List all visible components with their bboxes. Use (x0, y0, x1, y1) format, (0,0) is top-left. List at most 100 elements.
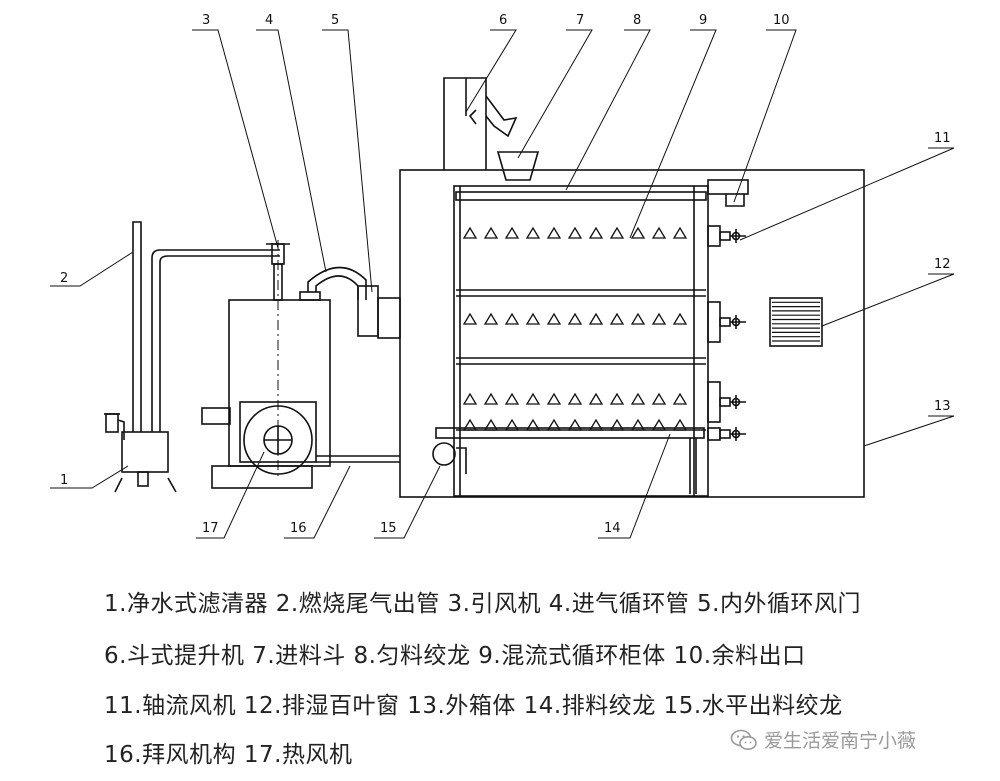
deflector-triangle (546, 418, 562, 431)
wechat-icon (730, 729, 757, 750)
water-filter (104, 221, 280, 493)
callout-17: 17 (202, 521, 219, 536)
leader-line-7 (517, 29, 593, 159)
axial-fan (707, 225, 746, 247)
louver (769, 297, 823, 347)
deflector-triangle (672, 312, 688, 325)
deflector-triangle (546, 226, 562, 239)
legend-line-4: 16.拜风机构 17.热风机 (104, 742, 353, 768)
deflector-triangle (609, 392, 625, 405)
legend-line-1: 1.净水式滤清器 2.燃烧尾气出管 3.引风机 4.进气循环管 5.内外循环风门 (104, 591, 861, 617)
deflector-triangle (525, 392, 541, 405)
deflector-triangle (567, 226, 583, 239)
deflector-triangle (672, 226, 688, 239)
deflector-triangle (609, 312, 625, 325)
leader-line-16 (284, 465, 351, 539)
deflector-triangle (546, 312, 562, 325)
deflector-triangle (609, 418, 625, 431)
axial-fan (707, 427, 746, 441)
deflector-triangle (525, 418, 541, 431)
callout-8: 8 (633, 13, 641, 28)
leader-line-6 (465, 29, 517, 113)
callout-1: 1 (60, 473, 68, 488)
callout-5: 5 (331, 13, 339, 28)
watermark-text: 爱生活爱南宁小薇 (764, 730, 917, 752)
axial-fan (707, 301, 746, 343)
deflector-triangle (651, 312, 667, 325)
deflector-triangle (525, 312, 541, 325)
leader-line-17 (196, 451, 265, 539)
callout-14: 14 (604, 521, 621, 536)
leader-line-15 (374, 465, 441, 539)
deflector-triangle (567, 312, 583, 325)
deflector-triangle (462, 392, 478, 405)
callout-12: 12 (934, 257, 951, 272)
axial-fans (707, 225, 746, 441)
deflector-triangle (588, 312, 604, 325)
deflector-triangle (567, 418, 583, 431)
deflector-triangle (483, 312, 499, 325)
legend-line-2: 6.斗式提升机 7.进料斗 8.匀料绞龙 9.混流式循环柜体 10.余料出口 (104, 643, 806, 669)
bucket-elevator (443, 77, 518, 170)
leader-line-4 (256, 29, 327, 273)
deflector-triangle (462, 418, 478, 431)
deflector-triangle (462, 226, 478, 239)
deflector-triangle (651, 392, 667, 405)
deflector-triangle (672, 392, 688, 405)
callout-4: 4 (265, 13, 273, 28)
feed-hopper (496, 151, 540, 181)
deflector-triangle (567, 392, 583, 405)
deflector-triangle (588, 226, 604, 239)
deflector-triangle (630, 392, 646, 405)
callout-6: 6 (499, 13, 507, 28)
deflector-triangle (630, 418, 646, 431)
leader-line-11 (739, 147, 955, 241)
deflector-triangle (588, 418, 604, 431)
leader-line-2 (50, 251, 134, 287)
deflector-triangle (546, 392, 562, 405)
air-duct (316, 455, 400, 463)
outer-cabinet (399, 169, 865, 498)
callout-16: 16 (290, 521, 307, 536)
deflector-triangle (588, 392, 604, 405)
callout-10: 10 (773, 13, 790, 28)
deflector-triangle (483, 418, 499, 431)
callout-3: 3 (202, 13, 210, 28)
deflector-triangle (504, 418, 520, 431)
leader-line-3 (192, 29, 279, 249)
deflector-triangle (483, 226, 499, 239)
deflector-triangle (672, 418, 688, 431)
deflector-triangle (525, 226, 541, 239)
deflector-triangle (462, 312, 478, 325)
leader-line-5 (322, 29, 373, 293)
deflector-triangle (651, 418, 667, 431)
horizontal-discharge-auger (432, 442, 467, 474)
deflector-triangle (504, 392, 520, 405)
deflector-triangle (651, 226, 667, 239)
deflector-triangle (483, 392, 499, 405)
leader-line-14 (598, 433, 671, 539)
deflector-triangle (630, 312, 646, 325)
deflector-triangle (609, 226, 625, 239)
leader-line-13 (863, 415, 955, 447)
leader-line-1 (50, 465, 129, 489)
watermark: 爱生活爱南宁小薇 (730, 726, 916, 753)
legend-line-3: 11.轴流风机 12.排湿百叶窗 13.外箱体 14.排料绞龙 15.水平出料绞… (104, 693, 843, 719)
callout-9: 9 (699, 13, 707, 28)
callout-11: 11 (934, 131, 951, 146)
axial-fan (707, 381, 746, 423)
deflector-triangle (504, 226, 520, 239)
leader-line-8 (565, 29, 651, 191)
discharge-auger (435, 427, 705, 494)
leader-line-9 (629, 29, 717, 239)
callout-15: 15 (380, 521, 397, 536)
leader-line-10 (733, 29, 797, 203)
hot-air-unit (201, 240, 331, 489)
circulation-chamber (453, 185, 709, 497)
leader-line-12 (821, 273, 955, 327)
deflector-triangle (504, 312, 520, 325)
callout-2: 2 (60, 271, 68, 286)
callout-7: 7 (576, 13, 584, 28)
deflector-triangle (630, 226, 646, 239)
